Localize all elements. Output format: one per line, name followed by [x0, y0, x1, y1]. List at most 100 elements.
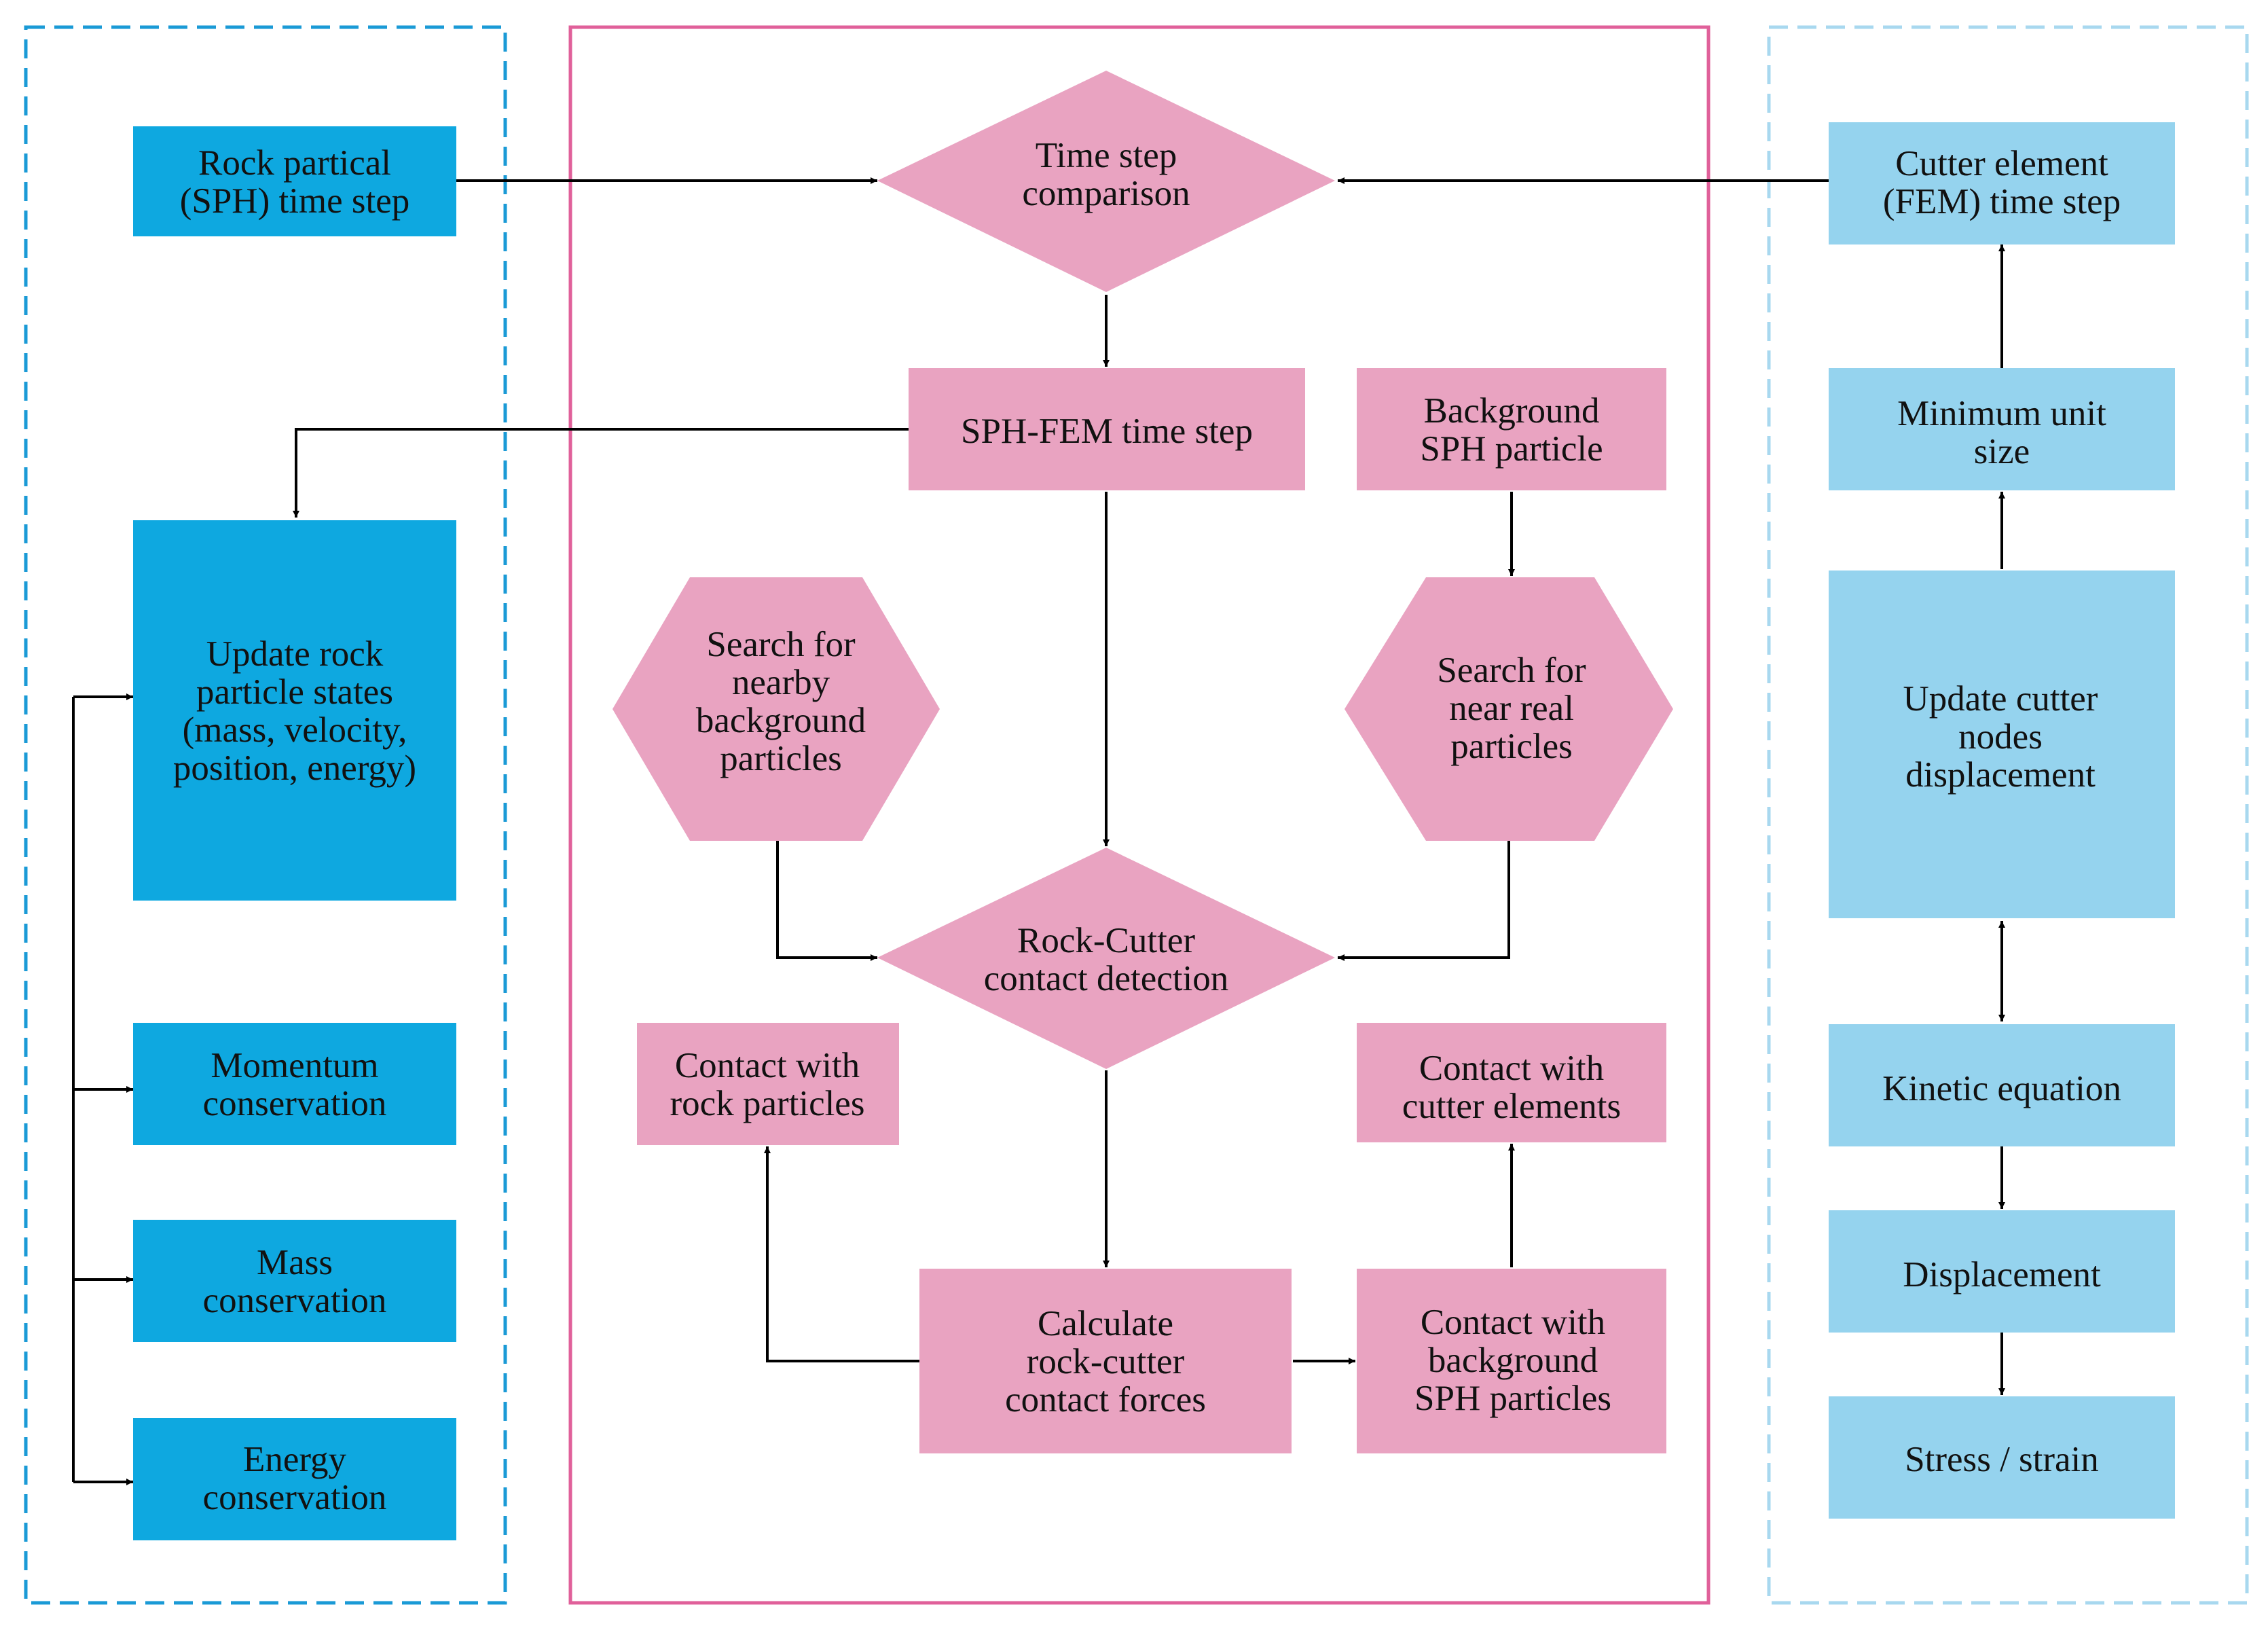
node-shape — [637, 1023, 899, 1145]
label-line: conservation — [203, 1478, 387, 1517]
node-label: Kinetic equation — [1882, 1069, 2121, 1108]
label-line: conservation — [203, 1084, 387, 1123]
node-shape — [1357, 1269, 1666, 1453]
label-line: Rock partical — [198, 143, 391, 183]
label-line: Minimum unit — [1897, 394, 2106, 433]
label-line: near real — [1449, 689, 1574, 728]
label-line: conservation — [203, 1281, 387, 1320]
node-shape — [1357, 1023, 1666, 1142]
cutter-fem-nodes: Cutter element(FEM) time step Minimum un… — [1829, 122, 2175, 1519]
node-label: Cutter element(FEM) time step — [1883, 144, 2121, 221]
node-shape — [133, 1418, 456, 1540]
label-line: Momentum — [211, 1046, 378, 1085]
arrow-search-real-to-contact-detection — [1338, 841, 1510, 961]
label-line: Contact with — [1421, 1303, 1605, 1342]
arrow-sph-fem-to-update-rock — [293, 428, 909, 518]
label-line: Cutter element — [1895, 144, 2108, 183]
node-shape — [919, 1269, 1292, 1453]
node-label: SPH-FEM time step — [961, 412, 1253, 451]
label-line: (mass, velocity, — [183, 710, 407, 750]
label-line: SPH-FEM time step — [961, 412, 1253, 451]
label-line: Energy — [243, 1440, 347, 1479]
node-shape — [133, 126, 456, 236]
node-shape — [133, 1023, 456, 1145]
label-line: nearby — [732, 663, 830, 702]
label-line: rock particles — [670, 1084, 865, 1123]
label-line: background — [1428, 1341, 1598, 1380]
panels — [24, 25, 2249, 1605]
label-line: position, energy) — [173, 748, 416, 788]
label-line: Rock-Cutter — [1017, 921, 1195, 960]
node-shape — [909, 368, 1305, 490]
node-displacement: Displacement — [1829, 1210, 2175, 1333]
label-line: contact detection — [984, 959, 1229, 998]
node-shape — [1829, 122, 2175, 244]
cutter-fem-panel — [1767, 25, 2249, 1605]
label-line: Search for — [706, 625, 856, 664]
node-shape — [133, 520, 456, 901]
label-line: Displacement — [1903, 1255, 2101, 1294]
label-line: (FEM) time step — [1883, 182, 2121, 221]
label-line: Background — [1423, 391, 1599, 431]
node-rock-time-step: Rock partical(SPH) time step — [133, 126, 456, 236]
connectors — [72, 177, 2005, 1485]
node-shape — [1829, 1210, 2175, 1333]
node-shape — [877, 71, 1335, 292]
node-shape — [1829, 1396, 2175, 1519]
node-shape — [1345, 577, 1673, 841]
node-shape — [1829, 570, 2175, 918]
node-shape — [133, 1220, 456, 1342]
node-shape — [877, 848, 1335, 1069]
label-line: cutter elements — [1402, 1087, 1621, 1126]
label-line: SPH particle — [1420, 429, 1603, 469]
rock-sph-panel — [24, 25, 507, 1605]
label-line: Update cutter — [1903, 679, 2098, 719]
node-shape — [1357, 368, 1666, 490]
label-line: Kinetic equation — [1882, 1069, 2121, 1108]
node-label: Stress / strain — [1905, 1440, 2099, 1479]
label-line: Calculate — [1038, 1304, 1173, 1343]
label-line: Time step — [1036, 136, 1177, 175]
node-kinetic-equation: Kinetic equation — [1829, 1024, 2175, 1146]
label-line: Stress / strain — [1905, 1440, 2099, 1479]
label-line: background — [696, 701, 866, 740]
coupling-process-panel — [568, 25, 1711, 1605]
node-shape — [1829, 1024, 2175, 1146]
label-line: (SPH) time step — [180, 181, 410, 221]
rock-sph-nodes: Rock partical(SPH) time step Update rock… — [133, 126, 456, 1540]
node-stress-strain: Stress / strain — [1829, 1396, 2175, 1519]
label-line: Search for — [1437, 651, 1586, 690]
label-line: rock-cutter — [1027, 1342, 1185, 1381]
label-line: Update rock — [206, 634, 384, 674]
label-line: comparison — [1022, 174, 1190, 213]
node-cutter-time-step: Cutter element(FEM) time step — [1829, 122, 2175, 244]
label-line: Mass — [257, 1243, 333, 1282]
